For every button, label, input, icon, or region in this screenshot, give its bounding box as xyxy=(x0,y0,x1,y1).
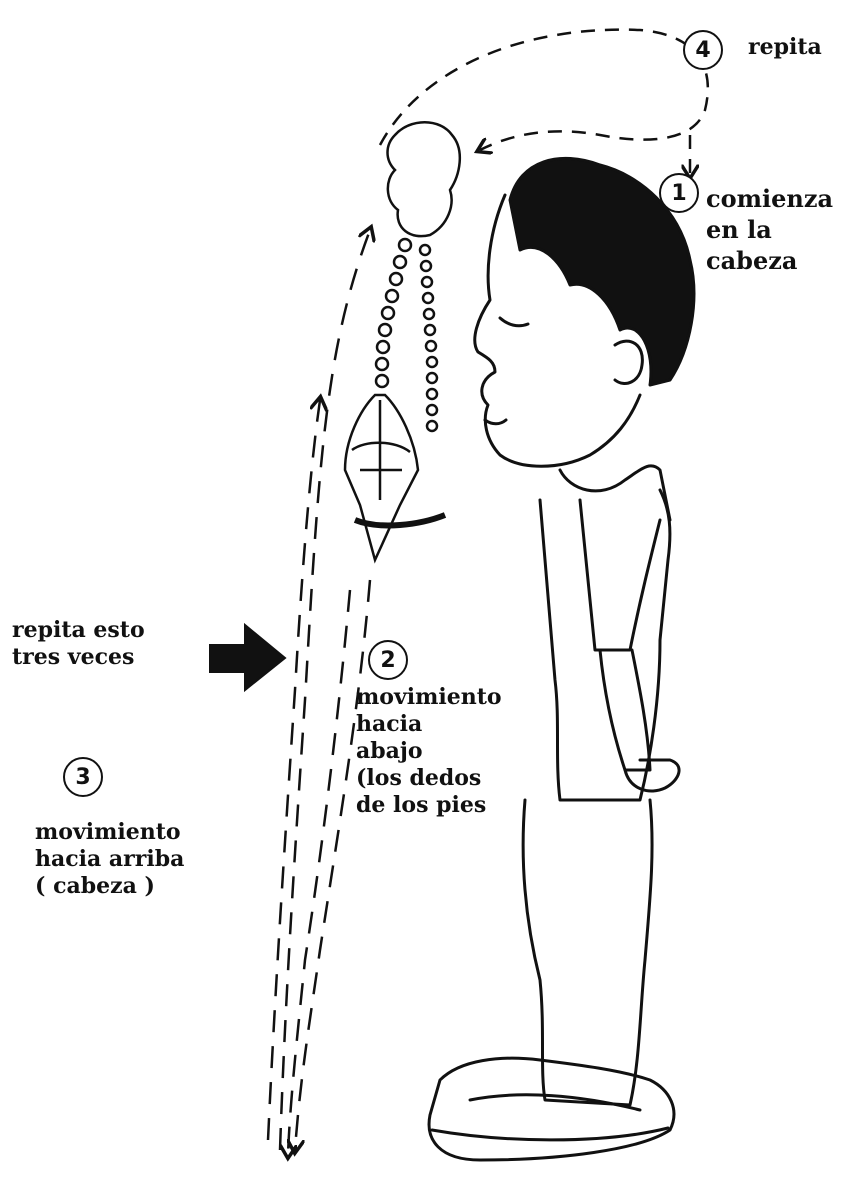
sleeve xyxy=(580,500,660,650)
shoe-sole xyxy=(432,1128,668,1140)
pendulum-icon xyxy=(345,122,460,560)
arm xyxy=(600,650,650,770)
step-1-label: comienza en la cabeza xyxy=(706,183,833,276)
pointer-arrow-icon xyxy=(210,625,285,690)
hand xyxy=(625,760,679,791)
crystal xyxy=(345,395,418,560)
step-1-number: 1 xyxy=(659,173,699,213)
shirt xyxy=(540,490,670,800)
step-3-label: movimiento hacia arriba ( cabeza ) xyxy=(35,819,184,900)
step-2-label: movimiento hacia abajo (los dedos de los… xyxy=(356,684,502,819)
step-3-number: 3 xyxy=(63,757,103,797)
ear xyxy=(615,341,642,383)
eye xyxy=(500,318,528,326)
person-figure xyxy=(429,158,694,1160)
collar xyxy=(560,466,670,520)
repeat-note: repita esto tres veces xyxy=(12,617,145,671)
down-arrows xyxy=(288,580,370,1155)
mouth xyxy=(485,420,506,424)
shoe-stripe xyxy=(470,1095,640,1110)
up-arrows xyxy=(268,230,370,1150)
step-4-number: 4 xyxy=(683,30,723,70)
step-2-number: 2 xyxy=(368,640,408,680)
step-4-label: repita xyxy=(748,34,822,61)
